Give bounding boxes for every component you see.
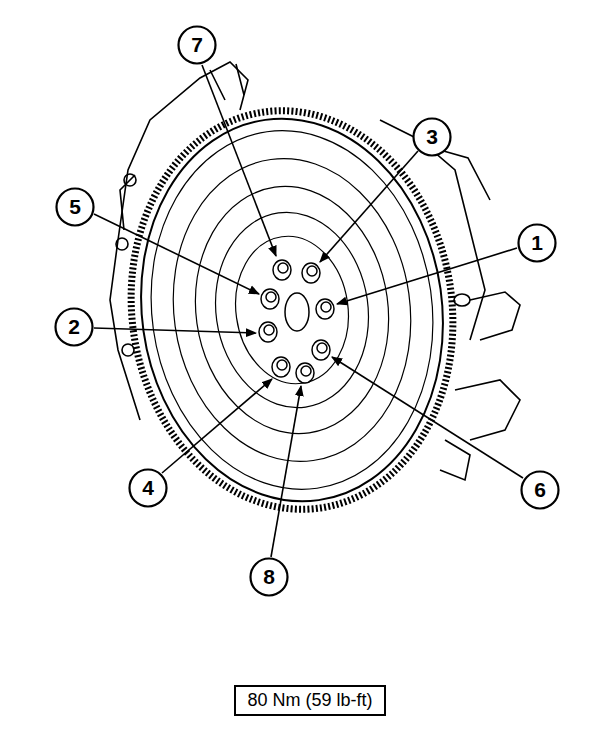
leader-lines — [94, 65, 523, 557]
callout-number: 8 — [249, 557, 289, 597]
callout-number-text: 7 — [177, 25, 217, 65]
callout-number: 6 — [520, 470, 560, 510]
callout-number-text: 8 — [249, 557, 289, 597]
callout-number: 5 — [55, 187, 95, 227]
torque-box: 80 Nm (59 lb-ft) — [234, 685, 386, 716]
callout-number: 7 — [177, 25, 217, 65]
callout-number-text: 5 — [55, 187, 95, 227]
callout-number: 3 — [412, 117, 452, 157]
callout-number: 4 — [128, 468, 168, 508]
torque-spec: 80 Nm (59 lb-ft) — [247, 690, 372, 711]
crank-bolts — [259, 260, 334, 383]
callout-number-text: 2 — [54, 307, 94, 347]
callout-number: 2 — [54, 307, 94, 347]
callout-number-text: 3 — [412, 117, 452, 157]
callout-number-text: 6 — [520, 470, 560, 510]
flywheel — [106, 90, 479, 531]
callout-number-text: 1 — [517, 223, 557, 263]
callout-number: 1 — [517, 223, 557, 263]
callout-number-text: 4 — [128, 468, 168, 508]
